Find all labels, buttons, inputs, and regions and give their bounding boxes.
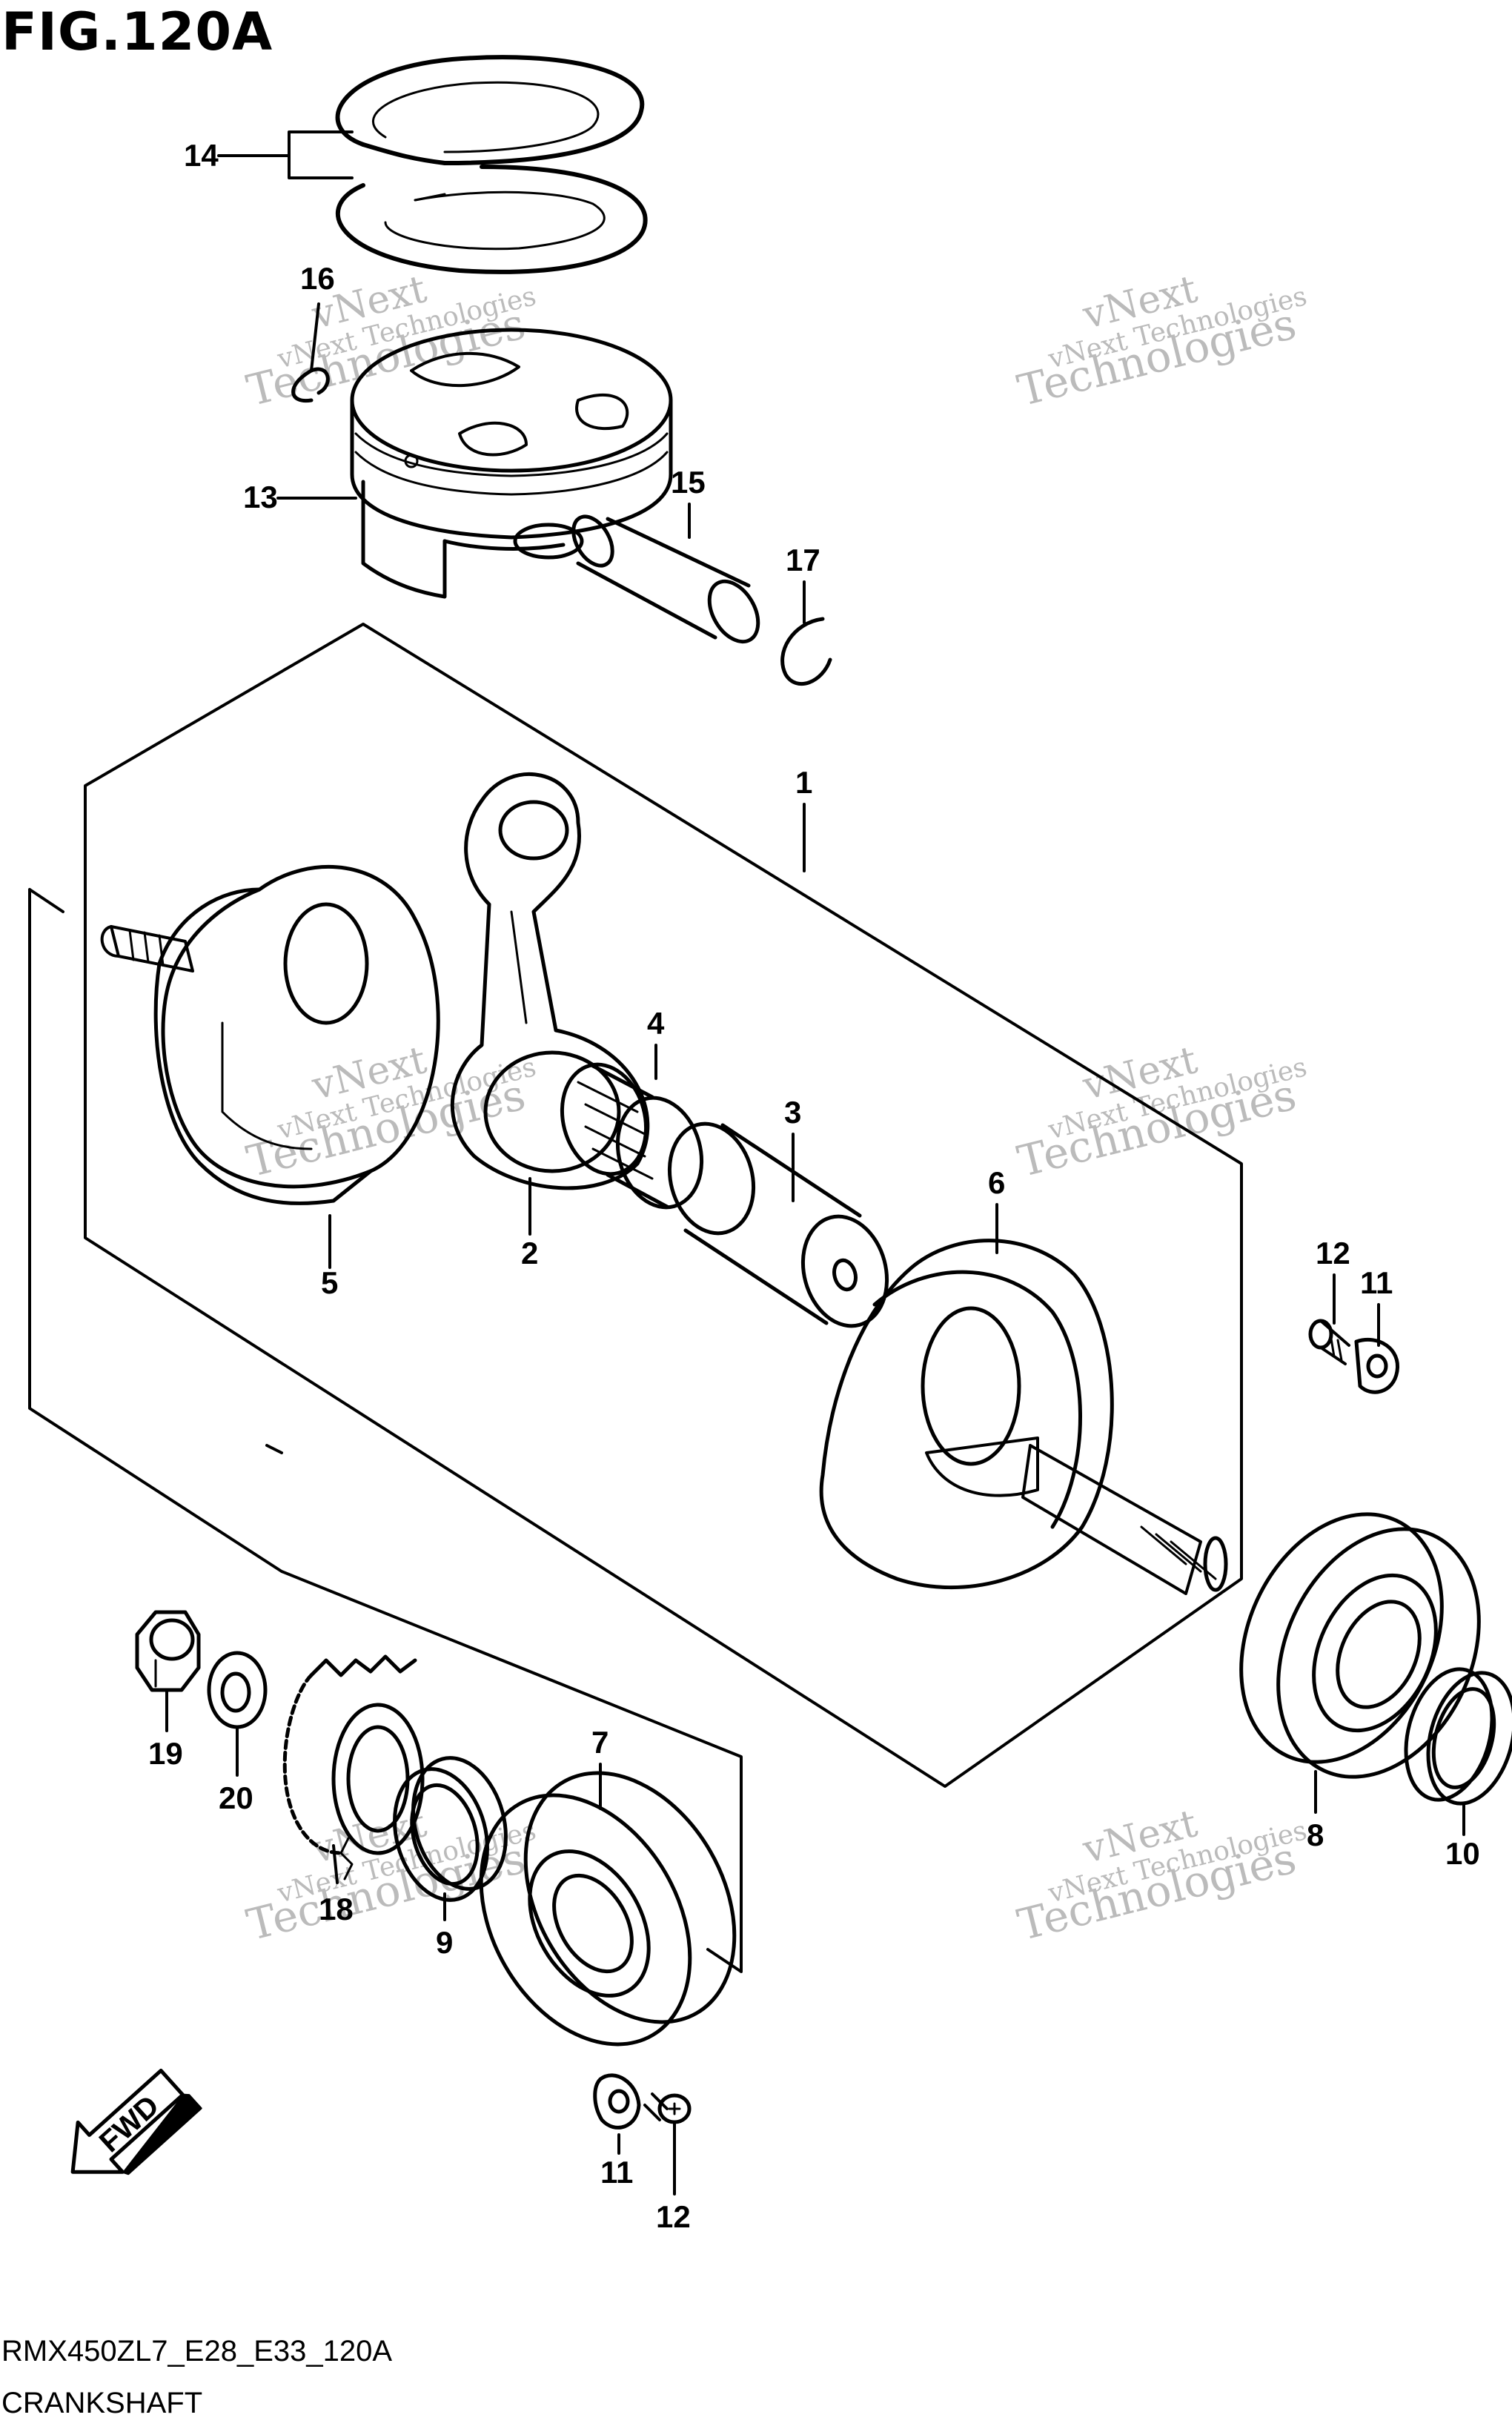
callout-11-upper: 11 (1360, 1265, 1393, 1300)
crankshaft-assembly-outline (84, 623, 1243, 1788)
plate-11-upper (1354, 1337, 1399, 1394)
callout-17: 17 (786, 543, 820, 577)
watermark: vNext vNext Technologies Technologies (1012, 1038, 1310, 1187)
callout-13: 13 (243, 480, 278, 514)
oil-seal-10 (1404, 1667, 1512, 1806)
left-side-bracket-outline (28, 888, 743, 1973)
callout-2: 2 (521, 1236, 538, 1270)
callout-12-upper: 12 (1316, 1236, 1350, 1270)
washer-20 (207, 1651, 268, 1729)
callout-8: 8 (1307, 1817, 1324, 1852)
connecting-rod (450, 772, 650, 1190)
watermark: vNext vNext Technologies Technologies (1012, 267, 1310, 416)
crank-timing-gear (282, 1654, 425, 1880)
section-name: CRANKSHAFT (1, 2387, 203, 2419)
callout-20: 20 (219, 1780, 253, 1815)
figure-title: FIG.120A (1, 1, 273, 62)
watermarks: vNext vNext Technologies Technologies vN… (242, 267, 1310, 1950)
piston-pin-clip-17 (780, 617, 832, 686)
plate-11-lower (593, 2073, 641, 2130)
callout-10: 10 (1445, 1836, 1480, 1871)
callout-1: 1 (795, 765, 812, 800)
callout-18: 18 (319, 1892, 354, 1926)
ball-bearing-8 (1239, 1512, 1481, 1779)
needle-bearing (560, 1062, 704, 1210)
callout-19: 19 (148, 1736, 183, 1771)
leader-lines (165, 130, 1465, 2196)
screw-12-upper (1308, 1319, 1350, 1365)
callout-4: 4 (647, 1006, 665, 1041)
piston (350, 328, 673, 599)
callout-15: 15 (671, 465, 706, 500)
left-crank-web (100, 864, 440, 1205)
right-crank-web (819, 1239, 1228, 1595)
outline-break-mark (265, 1444, 283, 1454)
model-code: RMX450ZL7_E28_E33_120A (1, 2335, 393, 2367)
callout-14: 14 (184, 138, 219, 173)
callout-7: 7 (591, 1725, 609, 1760)
crank-pin (667, 1121, 889, 1328)
callout-numbers: 14 16 13 15 17 1 4 3 6 2 5 12 11 7 19 20… (148, 138, 1480, 2234)
piston-rings (335, 55, 648, 274)
callout-6: 6 (988, 1165, 1005, 1200)
nut-19 (135, 1610, 201, 1692)
callout-9: 9 (436, 1925, 453, 1960)
piston-pin-clip-16 (291, 367, 330, 403)
fwd-arrow-icon: FWD (70, 2068, 202, 2176)
callout-11-lower: 11 (600, 2155, 633, 2190)
piston-pin (571, 514, 760, 644)
ball-bearing-7 (479, 1771, 737, 2047)
callout-16: 16 (300, 261, 335, 296)
callout-5: 5 (321, 1265, 338, 1300)
watermark: vNext vNext Technologies Technologies (1012, 1801, 1310, 1950)
callout-12-lower: 12 (656, 2199, 691, 2234)
screw-12-lower (643, 2092, 692, 2124)
callout-3: 3 (784, 1095, 801, 1130)
